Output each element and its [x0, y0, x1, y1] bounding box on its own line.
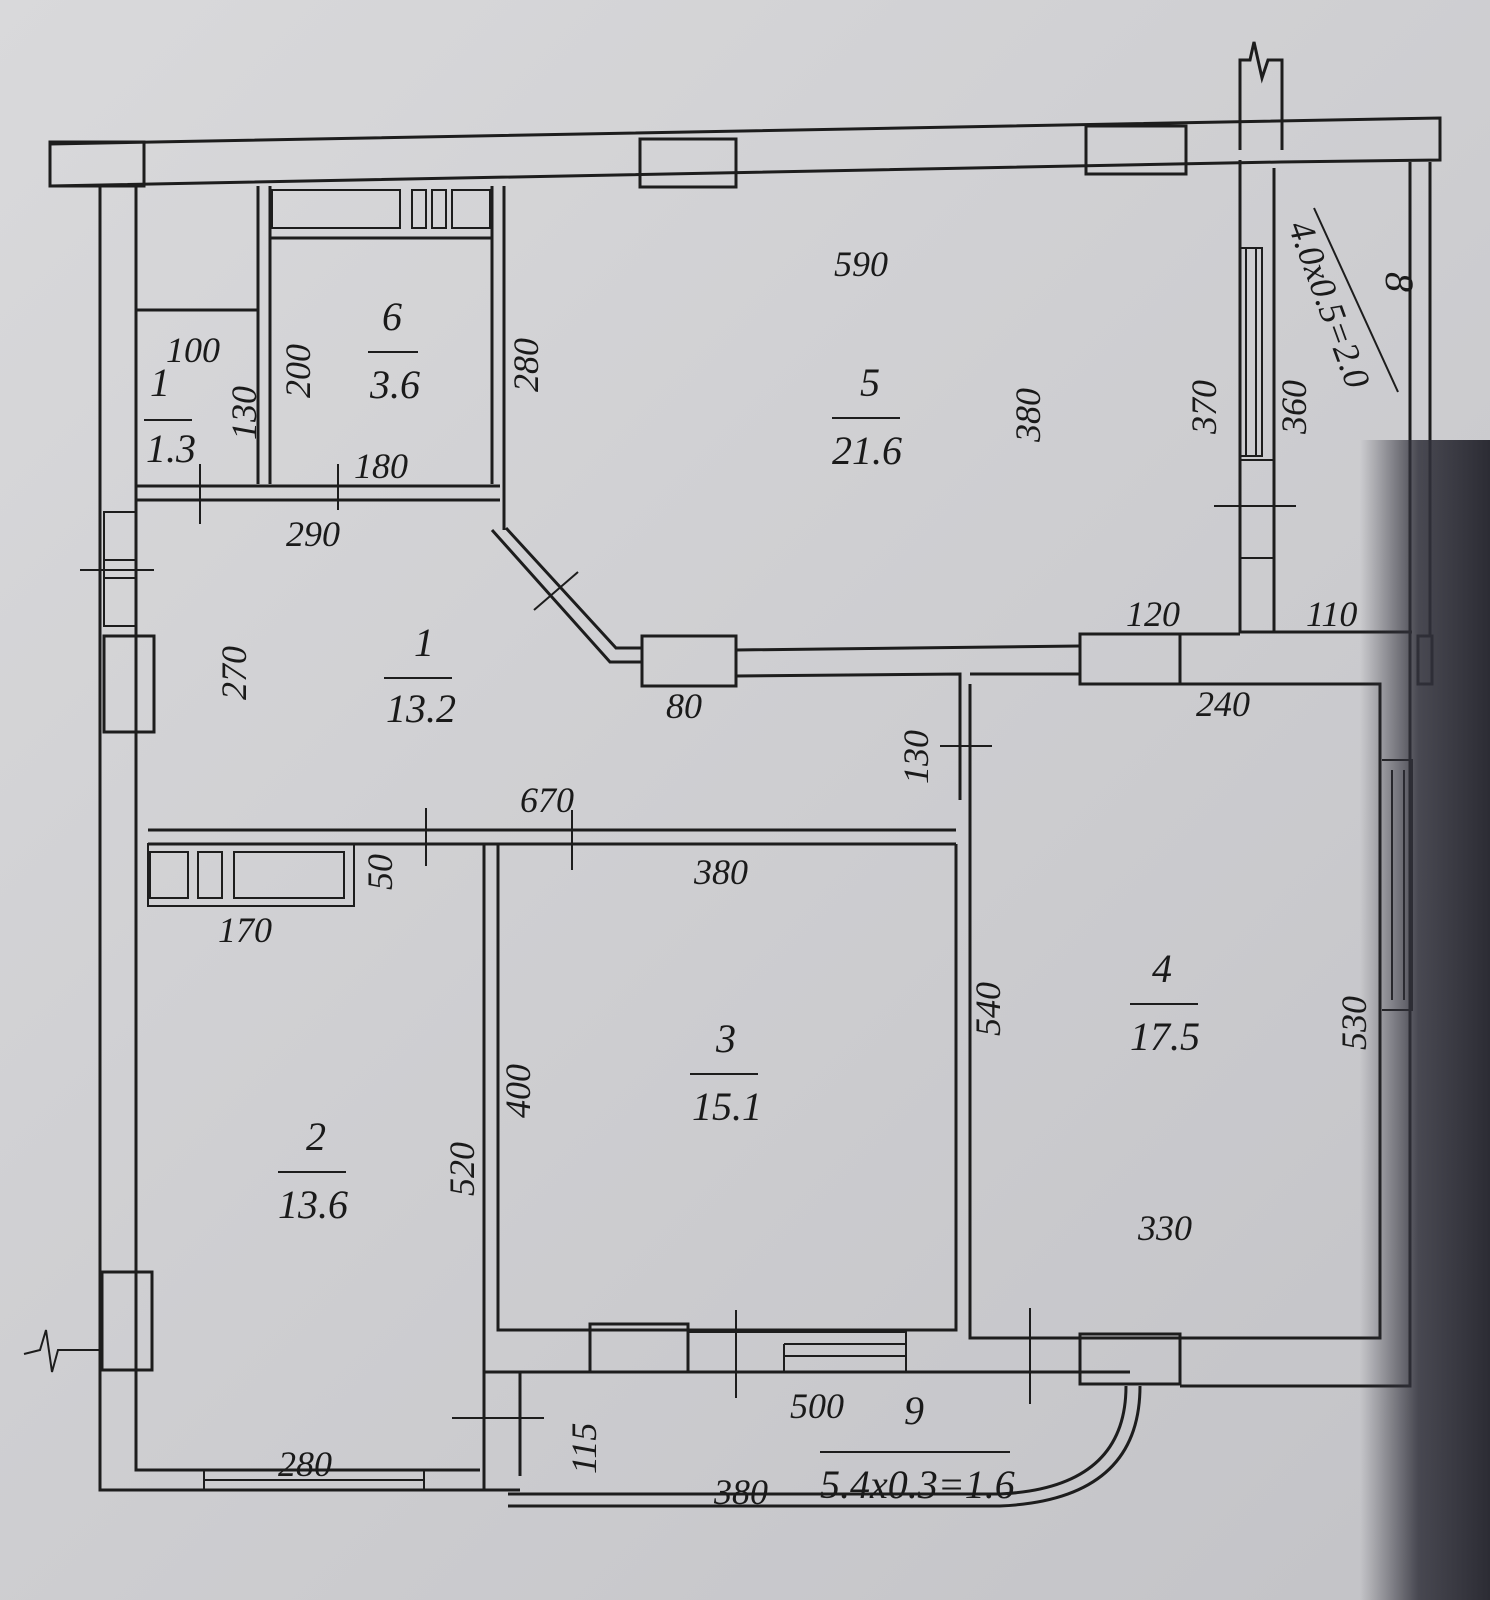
- wall-pier: [588, 1322, 690, 1374]
- dim-r5-right: 380: [1008, 388, 1048, 443]
- room-7-area: 1.3: [146, 426, 196, 471]
- dim-r3-left: 400: [498, 1064, 538, 1118]
- room-5-number: 5: [860, 360, 880, 405]
- shaft-window: [1240, 247, 1263, 457]
- diagonal-wall: [490, 526, 642, 664]
- dim-hall-top: 290: [286, 514, 340, 554]
- room-1-area: 13.2: [386, 686, 456, 731]
- dim-hall-bottom: 670: [520, 780, 574, 820]
- wall-pier: [1078, 1332, 1182, 1386]
- room-5-area: 21.6: [832, 428, 902, 473]
- dim-r8-right: 360: [1274, 380, 1314, 435]
- dim-r6-height: 200: [278, 344, 318, 398]
- shaft-door: [1214, 459, 1296, 559]
- room-1-number: 1: [414, 620, 434, 665]
- dim-r4-bottom: 330: [1137, 1208, 1192, 1248]
- room-9-number: 9: [904, 1388, 924, 1433]
- dim-hall-step: 80: [666, 686, 702, 726]
- dim-r8-left: 370: [1184, 380, 1224, 435]
- dim-r4-left: 540: [968, 982, 1008, 1036]
- wall-pier: [1084, 124, 1188, 176]
- dim-r5-top: 590: [834, 244, 888, 284]
- bottom-window-2: [688, 1331, 907, 1372]
- room-3-area: 15.1: [692, 1084, 762, 1129]
- wall-pier: [100, 1270, 154, 1372]
- room-9-area: 5.4x0.3=1.6: [820, 1462, 1015, 1507]
- room-4-number: 4: [1152, 946, 1172, 991]
- dim-corr-120: 120: [1126, 594, 1180, 634]
- dim-r7-width: 100: [166, 330, 220, 370]
- left-window: [103, 511, 137, 627]
- break-mark-left: [23, 1329, 100, 1373]
- dim-corr-130: 130: [896, 730, 936, 784]
- room-6-number: 6: [382, 294, 402, 339]
- room-8-number: 8: [1377, 272, 1422, 292]
- room-4-area: 17.5: [1130, 1014, 1200, 1059]
- shaft-top: [1238, 41, 1284, 150]
- dim-r3-top: 380: [693, 852, 748, 892]
- dim-balc-115: 115: [564, 1423, 604, 1474]
- room-3-number: 3: [715, 1016, 736, 1061]
- dim-r2-top: 170: [218, 910, 272, 950]
- dim-hall-left: 270: [214, 646, 254, 700]
- hall-top-wall: [136, 484, 500, 502]
- room-6-area: 3.6: [369, 362, 420, 407]
- closet-fixture: [271, 189, 491, 229]
- room-2-area: 13.6: [278, 1182, 348, 1227]
- dim-niche-50: 50: [360, 854, 400, 890]
- dim-balc-380: 380: [713, 1472, 768, 1512]
- tick: [533, 571, 579, 611]
- wall-pier: [48, 140, 146, 188]
- balcony-9-curve: [508, 1385, 1142, 1508]
- room5-bottom-wall: [735, 644, 1081, 800]
- room-2-number: 2: [306, 1114, 326, 1159]
- dim-r2-right: 520: [442, 1142, 482, 1196]
- wall-pier: [638, 137, 738, 189]
- dim-corr-110: 110: [1306, 594, 1357, 634]
- dim-r7-height: 130: [224, 386, 264, 440]
- dim-r2-bottom: 280: [278, 1444, 332, 1484]
- dim-balc-500: 500: [790, 1386, 844, 1426]
- wardrobe: [147, 843, 355, 907]
- wall-pier: [640, 634, 738, 688]
- closet-wall: [136, 186, 506, 530]
- room-7-number: 1: [150, 360, 170, 405]
- dim-r4-top: 240: [1196, 684, 1250, 724]
- photo-shadow: [1360, 440, 1490, 1600]
- wall-pier: [1078, 632, 1182, 686]
- wall-pier: [102, 634, 156, 734]
- wall-4-bottom: [906, 1336, 1080, 1374]
- dim-r6-width: 180: [354, 446, 408, 486]
- balcony-8-area-line: [1313, 207, 1399, 393]
- dim-r5-left: 280: [506, 338, 546, 392]
- room-8-area: 4.0x0.5=2.0: [1280, 215, 1378, 393]
- bottom-window: [203, 1469, 425, 1490]
